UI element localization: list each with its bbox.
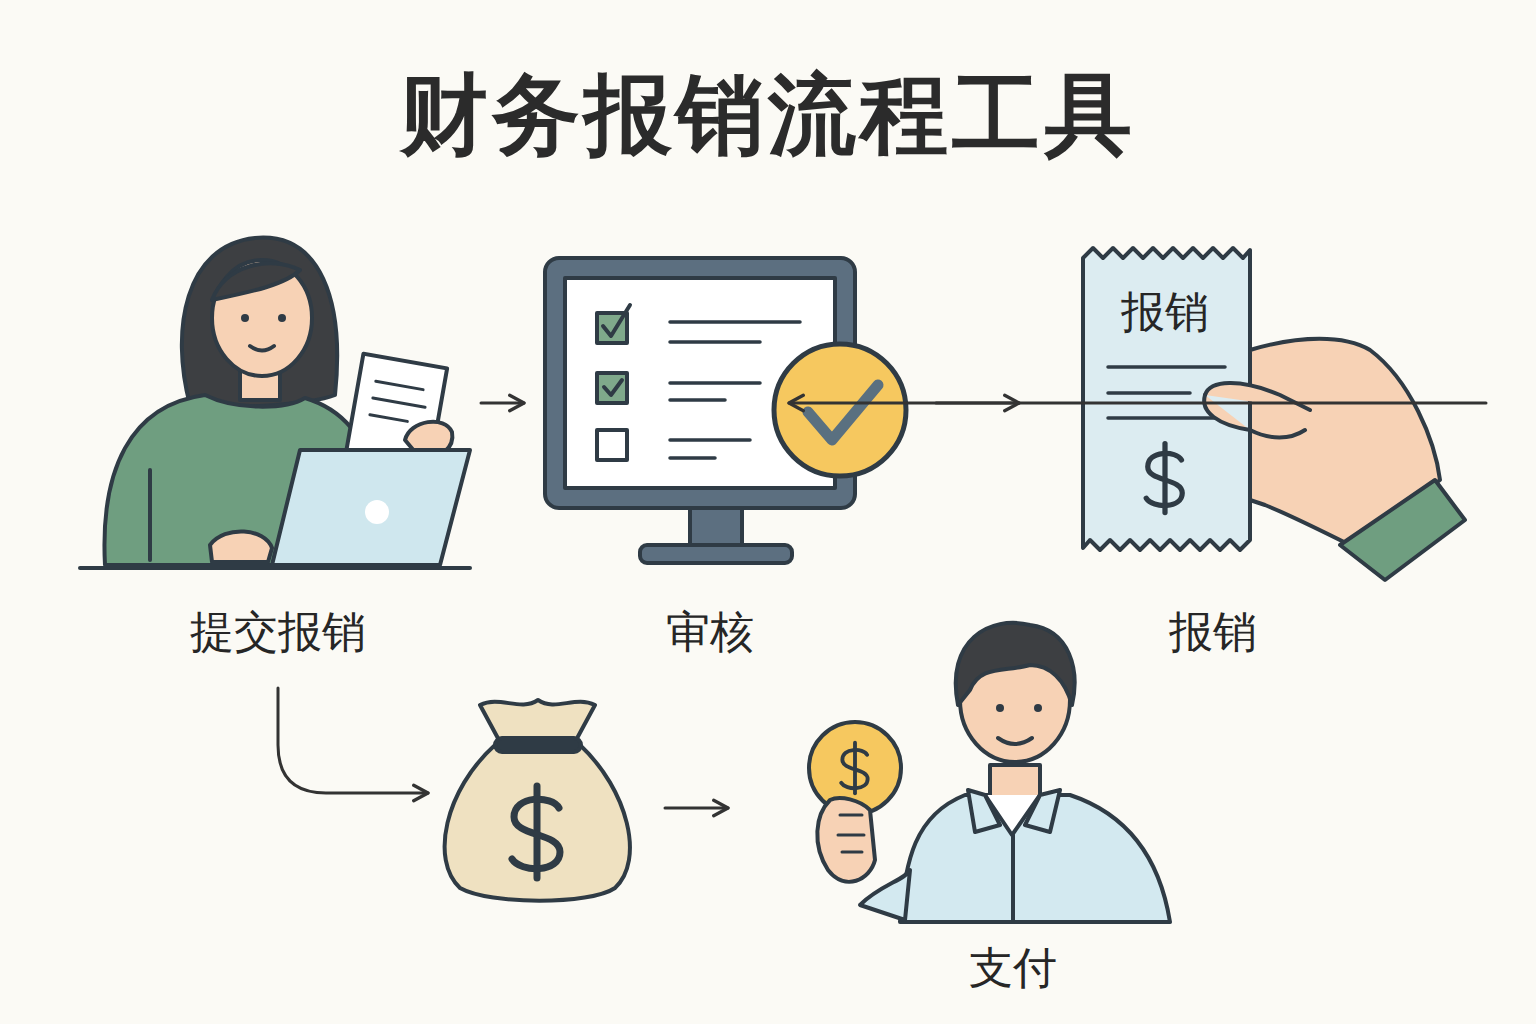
process-step: 提交报销 xyxy=(80,225,475,670)
step-caption: 提交报销 xyxy=(190,606,366,659)
receipt-hand xyxy=(1083,248,1465,580)
step-caption: 支付 xyxy=(969,942,1057,995)
man-figure xyxy=(809,623,1170,922)
step-caption: 审核 xyxy=(666,606,754,659)
flow-arrow xyxy=(481,402,524,405)
woman-figure xyxy=(80,238,470,568)
process-step: 报销报销 xyxy=(1025,238,1480,670)
money-bag xyxy=(445,700,630,901)
step-caption: 报销 xyxy=(1169,606,1257,659)
monitor-checklist xyxy=(545,258,906,563)
flow-arrow xyxy=(789,402,1486,405)
process-step: 审核 xyxy=(530,245,930,670)
receipt-text: 报销 xyxy=(1121,286,1209,339)
flow-arrow xyxy=(278,688,728,808)
process-step: 支付 xyxy=(795,615,1160,1010)
diagram-title: 财务报销流程工具 xyxy=(0,62,1536,168)
